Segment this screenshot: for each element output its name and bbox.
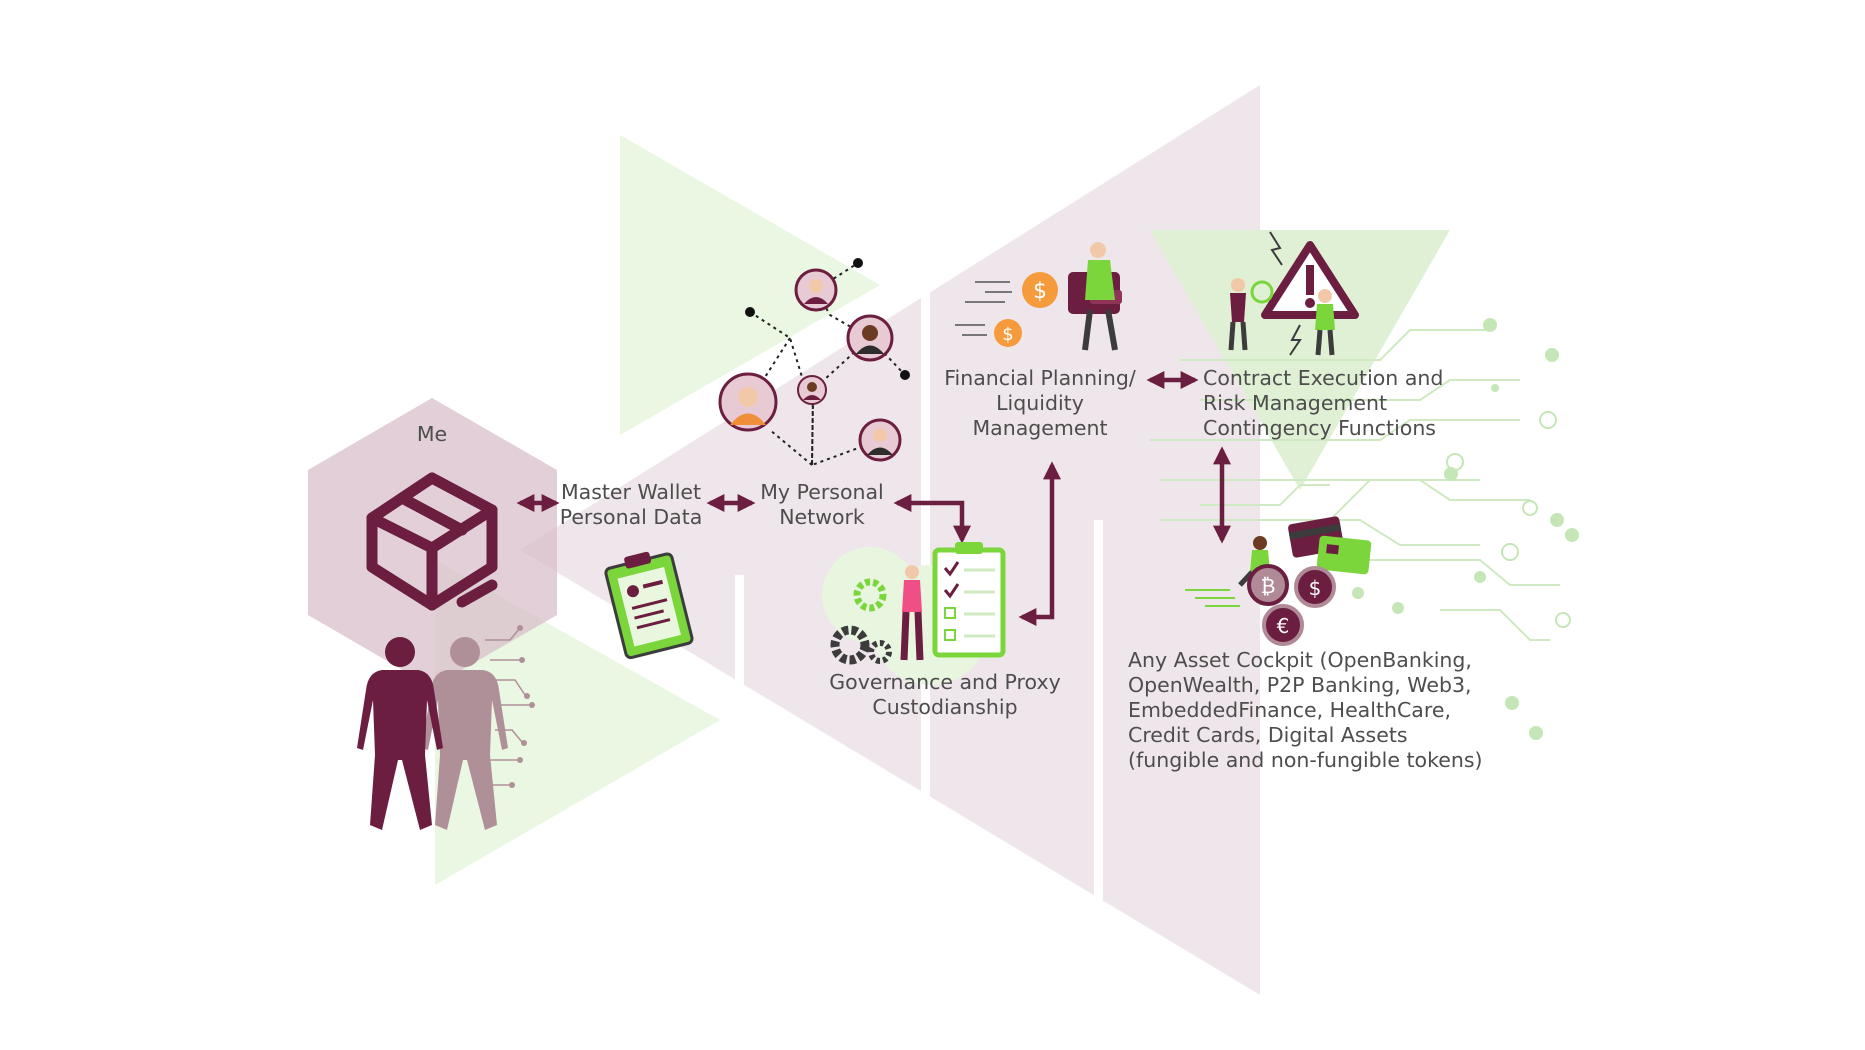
svg-text:$: $: [1002, 324, 1013, 345]
bitcoin-coin-icon: ₿: [1247, 564, 1289, 606]
svg-text:€: €: [1277, 614, 1290, 638]
checklist-icon: [900, 542, 1006, 661]
label-personal-network: My Personal Network: [752, 480, 892, 530]
background-shapes: [308, 85, 1450, 995]
dollar-coin-icon-2: $: [1294, 566, 1336, 608]
asset-cockpit-line-1: Any Asset Cockpit (OpenBanking,: [1128, 648, 1472, 672]
svg-text:$: $: [1309, 576, 1322, 600]
label-contract-execution: Contract Execution and Risk Management C…: [1203, 366, 1463, 441]
svg-text:$: $: [1033, 279, 1047, 304]
circuit-nodes: [1352, 318, 1579, 740]
human-body-icon: [357, 625, 535, 830]
financial-planning-line-3: Management: [972, 416, 1108, 440]
asset-cockpit-line-2: OpenWealth, P2P Banking, Web3,: [1128, 673, 1472, 697]
label-me: Me: [400, 422, 464, 447]
label-financial-planning: Financial Planning/ Liquidity Management: [930, 366, 1150, 441]
governance-line-2: Custodianship: [872, 695, 1018, 719]
arrow-network-governance: [893, 494, 971, 544]
personal-network-line-2: Network: [779, 505, 865, 529]
connector-arrows: [516, 371, 1231, 626]
dollar-coin-icon: $ $: [955, 272, 1058, 347]
euro-coin-icon: €: [1262, 604, 1304, 646]
contract-execution-line-1: Contract Execution and: [1203, 366, 1444, 390]
asset-cockpit-line-3: EmbeddedFinance, HealthCare,: [1128, 698, 1451, 722]
clipboard-icon: [604, 551, 694, 660]
master-wallet-line-2: Personal Data: [559, 505, 703, 529]
arrow-governance-financial: [1018, 461, 1061, 626]
asset-cockpit-line-4: Credit Cards, Digital Assets: [1128, 723, 1408, 747]
divider-strip-1: [735, 575, 744, 700]
svg-text:₿: ₿: [1261, 574, 1276, 598]
wallet-icon: [1068, 242, 1122, 351]
governance-line-1: Governance and Proxy: [829, 670, 1061, 694]
me-text: Me: [416, 422, 448, 446]
people-network-icon: [718, 258, 910, 467]
personal-network-line-1: My Personal: [760, 480, 884, 504]
credit-card-icon: [1185, 516, 1372, 607]
warning-triangle-icon: [1228, 231, 1359, 356]
financial-planning-line-1: Financial Planning/: [944, 366, 1136, 390]
divider-strip-3: [1094, 520, 1103, 900]
contract-execution-line-2: Risk Management: [1203, 391, 1388, 415]
financial-planning-line-2: Liquidity: [996, 391, 1084, 415]
master-wallet-line-1: Master Wallet: [560, 480, 702, 504]
label-master-wallet: Master Wallet Personal Data: [556, 480, 706, 530]
contract-execution-line-3: Contingency Functions: [1203, 416, 1436, 440]
asset-cockpit-line-5: (fungible and non-fungible tokens): [1128, 748, 1483, 772]
label-asset-cockpit: Any Asset Cockpit (OpenBanking, OpenWeal…: [1128, 648, 1488, 773]
label-governance: Governance and Proxy Custodianship: [820, 670, 1070, 720]
circuit-lines: [1150, 329, 1560, 641]
open-box-icon: [366, 472, 498, 611]
green-triangle-top: [620, 135, 880, 435]
